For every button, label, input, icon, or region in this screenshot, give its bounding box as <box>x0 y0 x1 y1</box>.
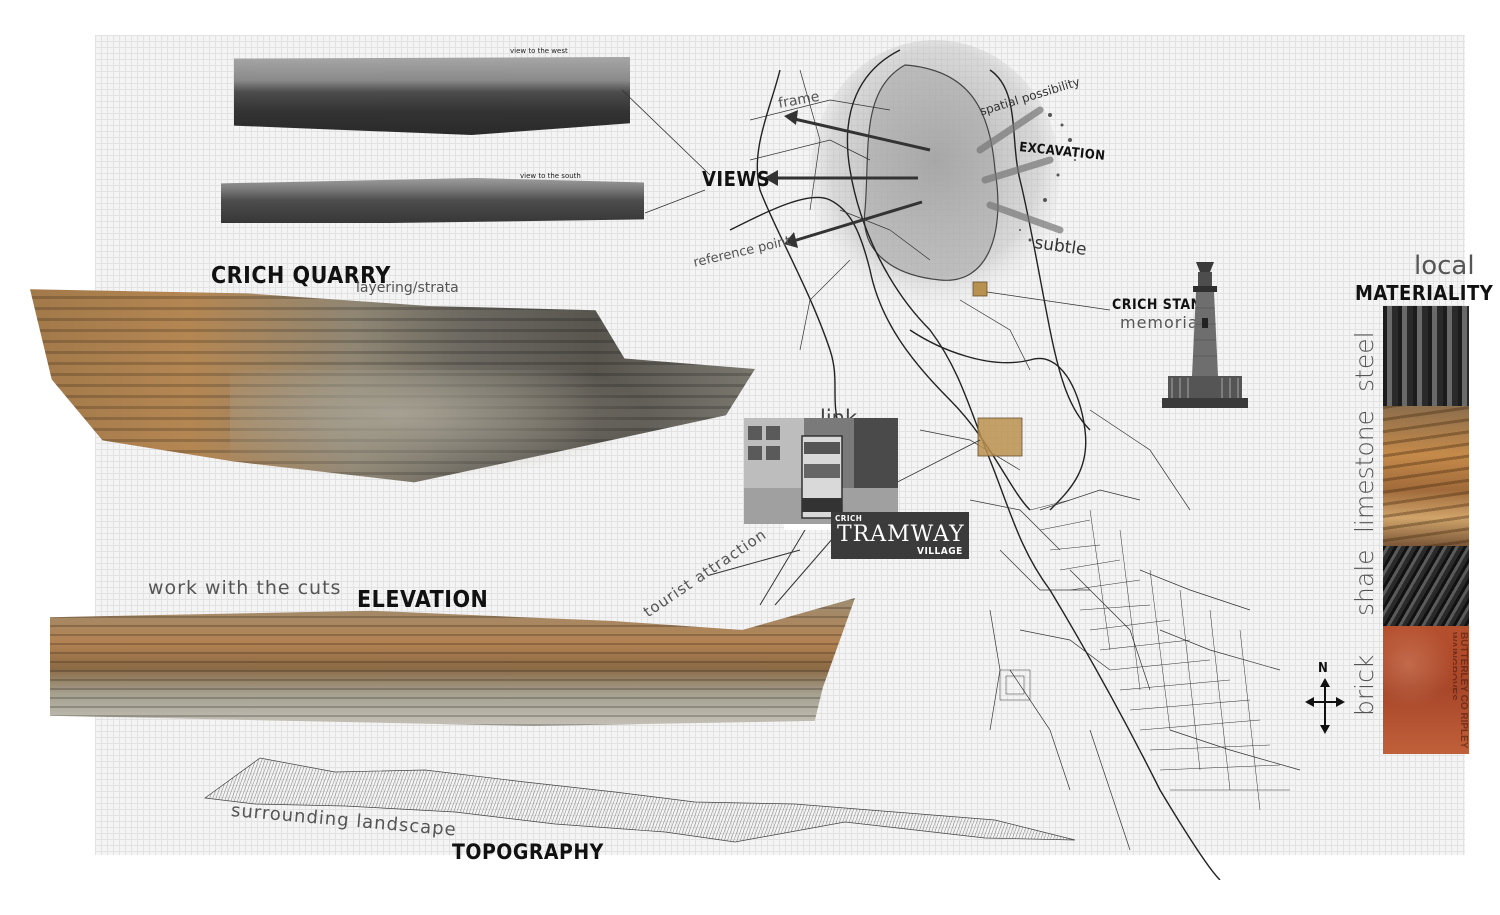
steel-swatch <box>1383 306 1469 406</box>
logo-tramway-text: TRAMWAY <box>837 522 965 547</box>
material-label-shale: shale <box>1350 549 1379 616</box>
brick-swatch: BUTTERLEY CO RIPLEY WAINGROVES <box>1383 626 1469 754</box>
shale-swatch <box>1383 546 1469 626</box>
north-label: N <box>1318 661 1329 676</box>
crich-stand-subtitle: memorial <box>1120 313 1205 332</box>
quarry-floor-shade <box>230 370 650 480</box>
elevation-lead: work with the cuts <box>148 577 342 599</box>
tramway-village-logo: CRICH TRAMWAY VILLAGE <box>831 512 969 559</box>
materiality-title: MATERIALITY <box>1355 281 1494 305</box>
pano-leader-lines <box>621 89 711 214</box>
logo-village-text: VILLAGE <box>917 546 963 557</box>
elevation-title: ELEVATION <box>357 587 489 613</box>
material-label-brick: brick <box>1350 654 1379 716</box>
topography-title: TOPOGRAPHY <box>452 840 604 864</box>
crich-map <box>709 40 1301 880</box>
view-south-caption: view to the south <box>520 172 581 180</box>
brick-stamp: BUTTERLEY CO RIPLEY WAINGROVES <box>1453 632 1469 749</box>
north-arrow-icon <box>1305 678 1345 734</box>
panorama-view-south <box>221 178 644 223</box>
crich-stand-tower <box>1162 262 1248 408</box>
material-label-steel: steel <box>1350 331 1379 392</box>
materiality-lead: local <box>1414 251 1475 281</box>
views-heading: VIEWS <box>702 167 771 191</box>
panorama-view-west <box>234 57 630 135</box>
logo-crich-text: CRICH <box>835 514 863 523</box>
tram-photo <box>744 418 898 530</box>
topography-mesh <box>204 757 1076 843</box>
view-west-caption: view to the west <box>510 47 568 55</box>
material-label-limestone: limestone <box>1350 410 1379 533</box>
crich-quarry-title: CRICH QUARRY <box>211 263 391 289</box>
quarry-subtitle: layering/strata <box>356 280 459 296</box>
crich-stand-title: CRICH STAND <box>1112 297 1213 313</box>
limestone-swatch <box>1383 406 1469 546</box>
